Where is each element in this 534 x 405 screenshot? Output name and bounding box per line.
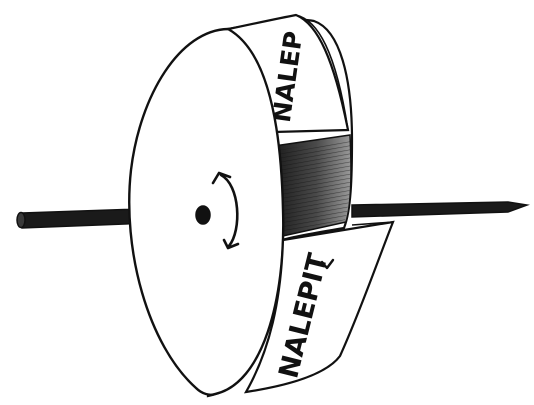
axle-right-tip bbox=[352, 202, 527, 217]
front-face bbox=[129, 29, 283, 395]
axle-left-end bbox=[17, 213, 25, 228]
hub-hole bbox=[196, 206, 210, 224]
